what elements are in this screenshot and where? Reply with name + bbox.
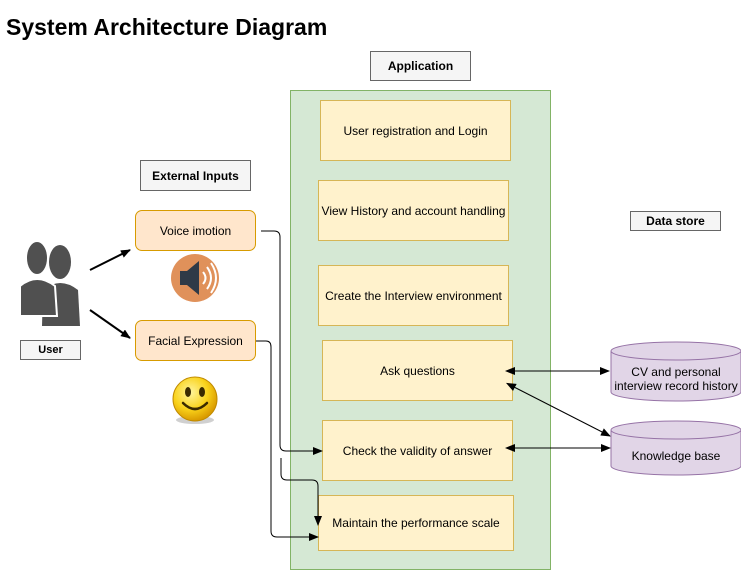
external-inputs-label: External Inputs <box>140 160 251 191</box>
edge-facial-performance <box>256 340 319 541</box>
speaker-icon <box>171 254 219 302</box>
input-voice-emotion: Voice imotion <box>135 210 256 251</box>
input-facial-expression: Facial Expression <box>135 320 256 361</box>
module-history: View History and account handling <box>318 180 509 241</box>
datastore-knowledge <box>610 420 741 476</box>
data-store-label: Data store <box>630 211 721 231</box>
edge-user-voice <box>89 249 131 271</box>
module-ask-questions: Ask questions <box>322 340 513 401</box>
diagram-title: System Architecture Diagram <box>6 14 328 40</box>
application-label: Application <box>370 51 471 81</box>
edge-user-facial <box>89 309 131 339</box>
module-check-answer: Check the validity of answer <box>322 420 513 481</box>
user-label: User <box>20 340 81 360</box>
datastore-knowledge-label: Knowledge base <box>631 449 721 463</box>
module-environment: Create the Interview environment <box>318 265 509 326</box>
edge-voice-check <box>261 230 323 455</box>
edge-ask-knowledge <box>505 382 611 437</box>
datastore-cv-label: CV and personal interview record history <box>614 365 738 393</box>
module-registration: User registration and Login <box>320 100 511 161</box>
module-performance: Maintain the performance scale <box>318 495 514 551</box>
edge-check-performance <box>280 458 322 526</box>
datastore-cv <box>610 341 741 402</box>
application-container <box>290 90 551 570</box>
users-icon <box>19 240 80 326</box>
smiley-icon <box>172 376 218 424</box>
